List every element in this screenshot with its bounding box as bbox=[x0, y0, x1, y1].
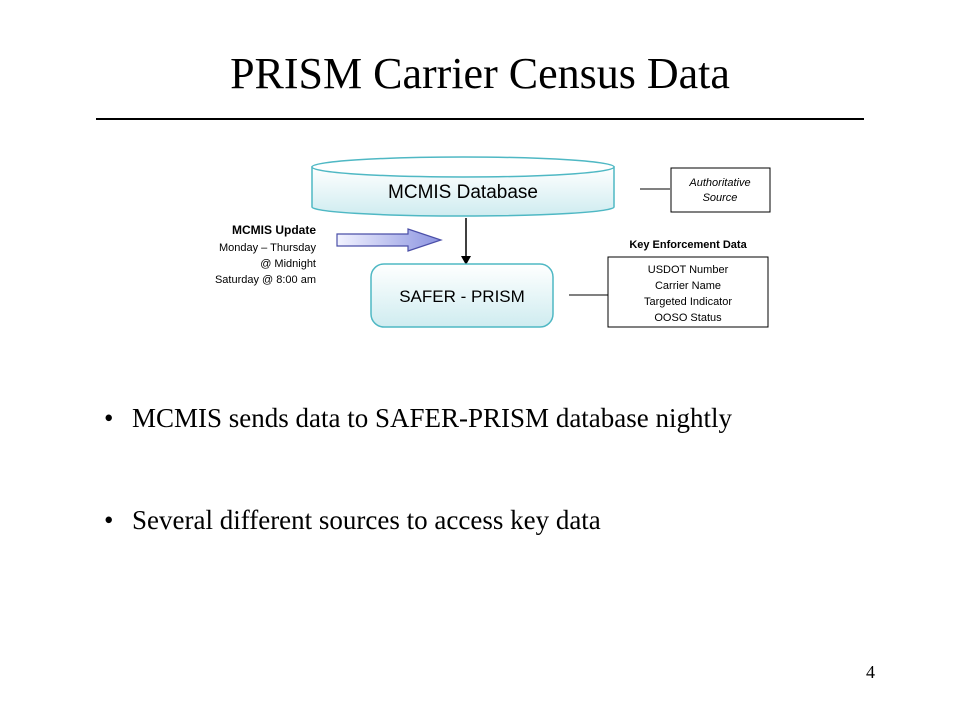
title-divider bbox=[96, 118, 864, 120]
key-data-box: USDOT Number Carrier Name Targeted Indic… bbox=[607, 256, 769, 328]
key-data-heading: Key Enforcement Data bbox=[629, 239, 747, 251]
authoritative-line: Authoritative bbox=[688, 177, 750, 189]
update-line: @ Midnight bbox=[260, 258, 316, 270]
safer-prism-box: SAFER - PRISM bbox=[370, 263, 554, 328]
update-schedule: MCMIS Update Monday – Thursday @ Midnigh… bbox=[215, 223, 317, 286]
update-line: Saturday @ 8:00 am bbox=[215, 274, 316, 286]
update-title: MCMIS Update bbox=[232, 223, 316, 237]
authoritative-line: Source bbox=[703, 192, 738, 204]
bullet-marker: • bbox=[104, 505, 114, 535]
key-data-item: Carrier Name bbox=[655, 280, 721, 292]
bullet-item: • Several different sources to access ke… bbox=[104, 500, 904, 540]
key-data-item: OOSO Status bbox=[654, 312, 722, 324]
authoritative-source-box: Authoritative Source bbox=[670, 167, 771, 213]
bullet-list: • MCMIS sends data to SAFER-PRISM databa… bbox=[104, 398, 904, 540]
system-label: SAFER - PRISM bbox=[399, 287, 525, 306]
bullet-text: MCMIS sends data to SAFER-PRISM database… bbox=[132, 403, 733, 433]
update-line: Monday – Thursday bbox=[219, 242, 317, 254]
key-data-item: Targeted Indicator bbox=[644, 296, 732, 308]
page-number: 4 bbox=[866, 662, 875, 682]
update-arrow bbox=[336, 228, 443, 252]
bullet-marker: • bbox=[104, 403, 114, 433]
bullet-item: • MCMIS sends data to SAFER-PRISM databa… bbox=[104, 398, 904, 438]
key-data-item: USDOT Number bbox=[648, 264, 729, 276]
mcmis-database-cylinder: MCMIS Database bbox=[311, 156, 615, 217]
page-title: PRISM Carrier Census Data bbox=[230, 49, 730, 98]
database-label: MCMIS Database bbox=[388, 182, 538, 203]
bullet-text: Several different sources to access key … bbox=[132, 505, 601, 535]
flow-arrow bbox=[461, 218, 471, 265]
